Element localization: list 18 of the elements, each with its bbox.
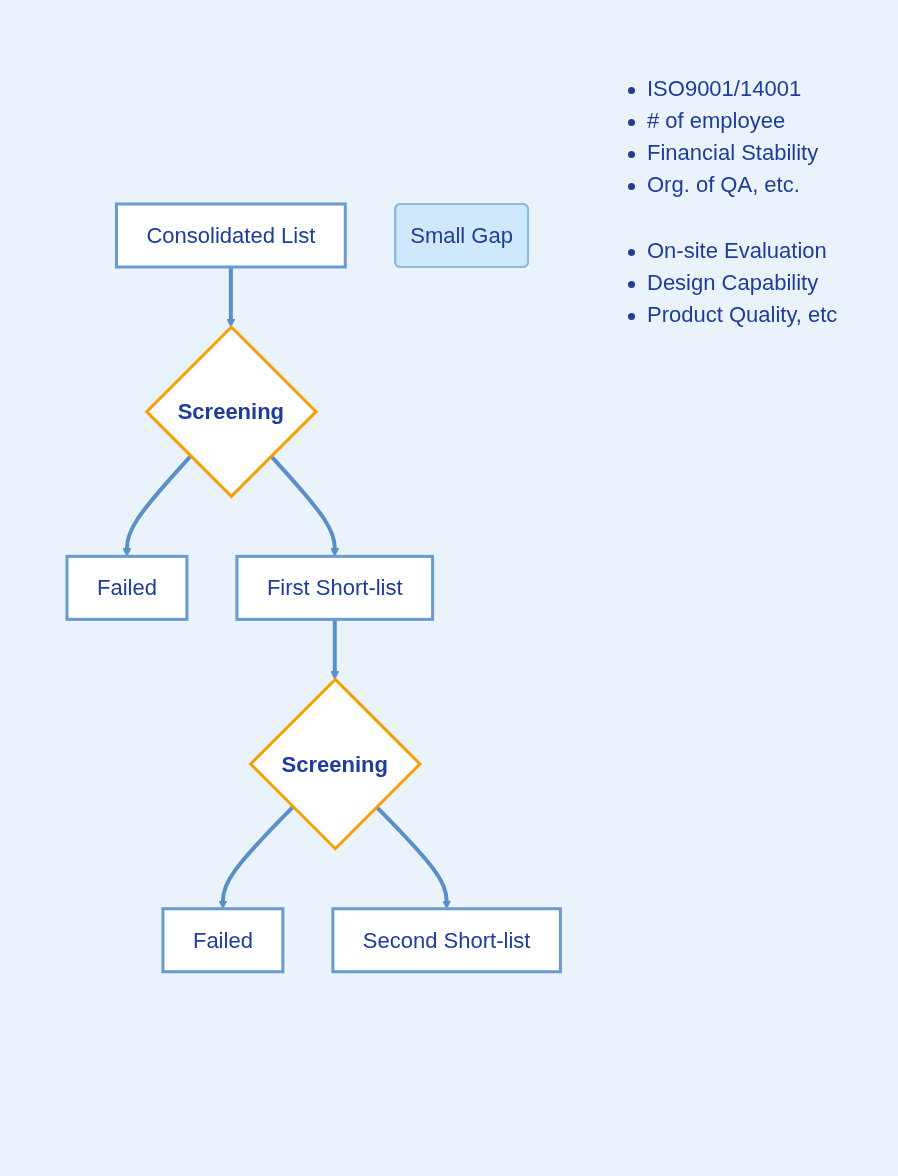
arrow	[226, 267, 236, 328]
criteria-item: Product Quality, etc	[647, 302, 838, 327]
arrow	[269, 454, 340, 557]
criteria-item: Financial Stability	[647, 140, 819, 165]
criteria-item: Org. of QA, etc.	[647, 172, 800, 197]
criteria-item: # of employee	[647, 108, 786, 133]
node-box: Consolidated List	[115, 202, 348, 269]
criteria-item: ISO9001/14001	[647, 76, 802, 101]
arrow	[330, 619, 340, 680]
node-box: Failed	[65, 555, 189, 621]
arrow	[122, 454, 193, 557]
node-diamond: Screening	[248, 677, 423, 851]
node-diamond: Screening	[144, 325, 319, 499]
node-box: Second Short-list	[331, 907, 563, 974]
node-box: First Short-list	[235, 555, 435, 621]
node-box: Failed	[161, 907, 285, 974]
criteria-item: Design Capability	[647, 270, 819, 295]
criteria-item: On-site Evaluation	[647, 238, 827, 263]
